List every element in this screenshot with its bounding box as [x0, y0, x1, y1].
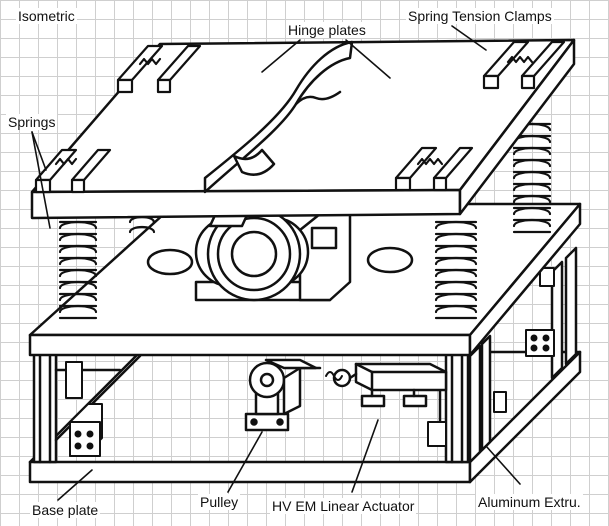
base-plate-label: Base plate: [30, 502, 101, 518]
springs-label: Springs: [6, 114, 58, 130]
frame-brackets: [65, 267, 555, 457]
spring-clamps-label: Spring Tension Clamps: [406, 8, 554, 24]
aluminum-extrusion-frame: [32, 246, 578, 464]
view-label: Isometric: [16, 8, 77, 24]
leader-lines: [31, 25, 521, 501]
springs: [58, 122, 552, 320]
extrusion-label: Aluminum Extru.: [476, 494, 583, 510]
linear-actuator: [325, 362, 448, 408]
pulley: [244, 358, 322, 432]
actuator-label: HV EM Linear Actuator: [270, 498, 417, 514]
pulley-label: Pulley: [198, 494, 241, 510]
hinge-plates-label: Hinge plates: [286, 22, 368, 38]
spring-tension-clamps: [34, 40, 566, 194]
base-plate: [28, 350, 582, 484]
